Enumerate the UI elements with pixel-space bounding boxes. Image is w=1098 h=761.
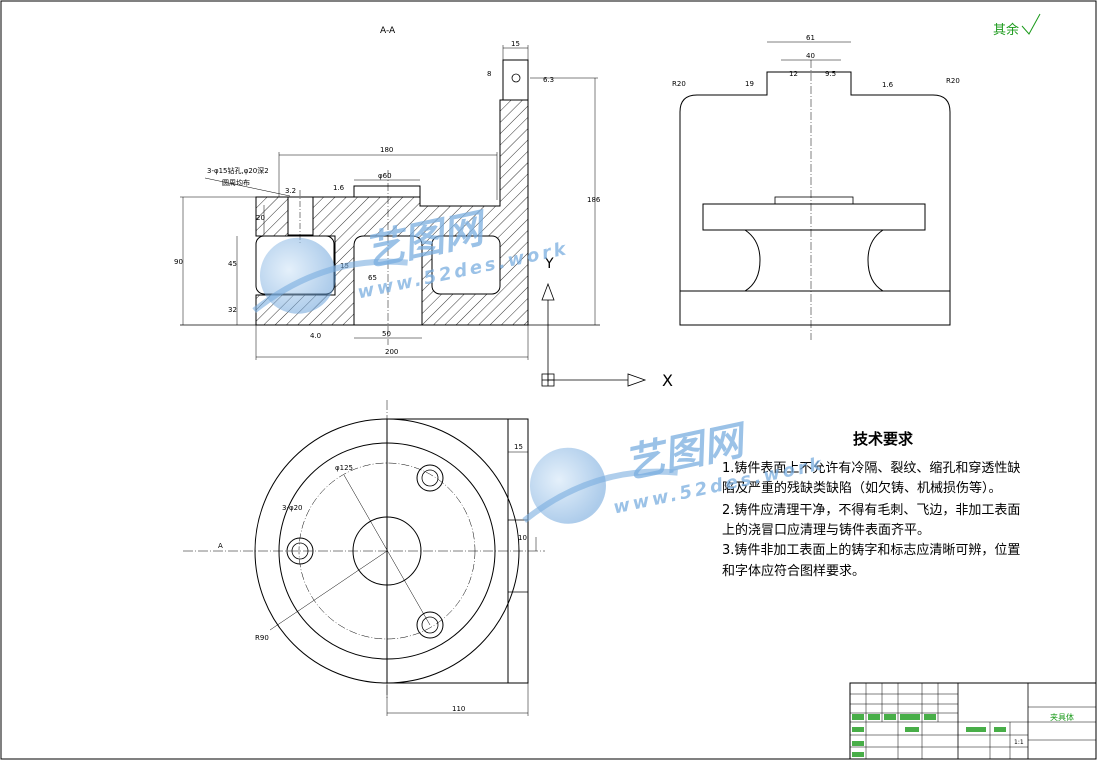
section-view: A-A 180 φ60 200 50 90 45 [174, 26, 601, 360]
front-r20-left: R20 [672, 80, 686, 88]
tech-line-1: 1.铸件表面上不允许有冷隔、裂纹、缩孔和穿透性缺 [722, 460, 1020, 476]
plan-dim-110: 110 [452, 705, 465, 713]
dim-8: 8 [487, 70, 491, 78]
front-dim-61: 61 [806, 34, 815, 42]
roughness-symbol [1021, 13, 1041, 35]
roughness-note: 其余 [993, 13, 1041, 38]
tech-line-2: 陷及严重的残缺类缺陷（如欠铸、机械损伤等）。 [722, 480, 1002, 496]
front-outline [679, 71, 951, 326]
dim-90: 90 [174, 258, 183, 266]
dim-45: 45 [228, 260, 237, 268]
tech-line-6: 和字体应符合图样要求。 [722, 563, 865, 579]
tech-line-3: 2.铸件应清理干净，不得有毛刺、飞边，非加工表面 [722, 502, 1020, 518]
front-r20-right: R20 [946, 77, 960, 85]
dim-180: 180 [380, 146, 393, 154]
plan-dim-15: 15 [514, 443, 523, 451]
section-hole [287, 196, 314, 236]
axis-x-label: X [662, 371, 673, 390]
front-boss [774, 196, 854, 205]
plan-a-label: A [218, 542, 223, 550]
plan-dim-3phi20: 3-φ20 [282, 504, 303, 512]
dim-65: 65 [368, 274, 377, 282]
title-part-name: 夹具体 [1050, 712, 1074, 722]
roughness-label: 其余 [993, 22, 1019, 38]
section-cavity-right [431, 235, 501, 295]
plan-dim-r90: R90 [255, 634, 269, 642]
front-view: 61 40 19 12 9.5 1.6 R20 R20 [672, 34, 960, 340]
section-column-top [502, 59, 529, 101]
ucs-axis-icon: X Y [541, 256, 673, 390]
front-dim-9-5: 9.5 [825, 70, 836, 78]
title-block: 夹具体 1:1 [849, 682, 1097, 760]
front-dim-40: 40 [806, 52, 815, 60]
dim-186: 186 [587, 196, 601, 204]
plan-bolt-hole-1 [416, 464, 444, 492]
dim-6-3: 6.3 [543, 76, 554, 84]
dim-3-2: 3.2 [285, 187, 296, 195]
section-top-pocket [353, 185, 421, 198]
plan-dim-10: 10 [518, 534, 527, 542]
front-dim-12: 12 [789, 70, 798, 78]
tech-requirements: 技术要求 1.铸件表面上不允许有冷隔、裂纹、缩孔和穿透性缺 陷及严重的残缺类缺陷… [722, 430, 1020, 579]
tech-line-4: 上的浇冒口应清理与铸件表面齐平。 [722, 522, 930, 538]
dim-60: φ60 [378, 172, 392, 180]
dim-4-0: 4.0 [310, 332, 321, 340]
dim-200: 200 [385, 348, 398, 356]
dim-50: 50 [382, 330, 391, 338]
plan-view: φ125 3-φ20 R90 A 15 10 110 [183, 400, 545, 716]
front-flange [702, 203, 926, 231]
tech-line-5: 3.铸件非加工表面上的铸字和标志应清晰可辨，位置 [722, 542, 1020, 558]
tech-title: 技术要求 [853, 430, 914, 448]
dim-32: 32 [228, 306, 237, 314]
front-dim-1-6: 1.6 [882, 81, 894, 89]
front-dim-19: 19 [745, 80, 754, 88]
plan-bolt-hole-3 [416, 611, 444, 639]
front-neck [743, 229, 885, 292]
dim-20: 20 [256, 214, 265, 222]
hole-note-1: 3-φ15钻孔,φ20深2 [207, 166, 269, 175]
section-label: A-A [380, 26, 396, 36]
title-scale: 1:1 [1014, 739, 1024, 746]
axis-y-label: Y [544, 256, 554, 272]
dim-15-top: 15 [511, 40, 520, 48]
dim-1-6: 1.6 [333, 184, 345, 192]
section-column-hole [511, 73, 521, 83]
plan-dim-125: φ125 [335, 464, 353, 472]
hole-note-2: 圆周均布 [222, 178, 250, 187]
